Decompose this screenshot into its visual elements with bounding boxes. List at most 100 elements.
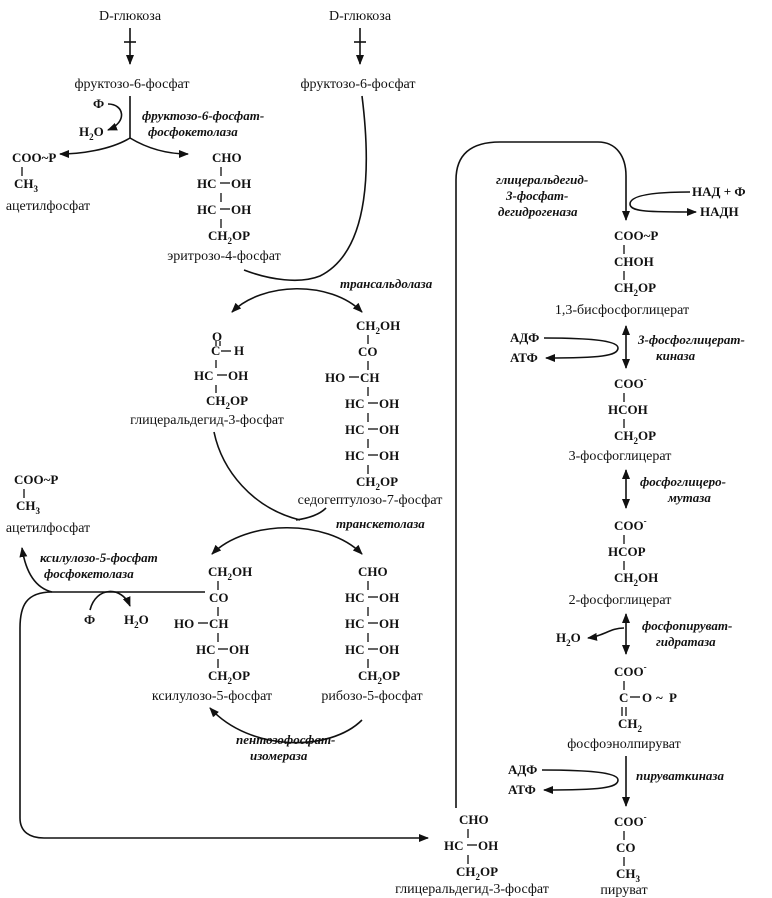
svg-text:OH: OH [379, 642, 399, 657]
adp-atp-2-arc [541, 769, 619, 794]
acetylphosphate-1-structure: COO~P CH3 [12, 150, 56, 194]
svg-text:HO: HO [174, 616, 194, 631]
phi-uptake-2-arc [89, 590, 131, 611]
svg-text:HC: HC [197, 176, 217, 191]
svg-text:CH3: CH3 [14, 176, 39, 194]
svg-text:CH2OP: CH2OP [356, 474, 398, 492]
svg-text:HC: HC [345, 448, 365, 463]
svg-text:CH: CH [209, 616, 229, 631]
f6p-left-label: фруктозо-6-фосфат [74, 77, 189, 92]
svg-text:CH2OP: CH2OP [614, 428, 656, 446]
glucose-left-label: D-глюкоза [99, 9, 162, 24]
enolase-label: фосфопируват-гидратаза [642, 618, 732, 649]
pg2-label: 2-фосфоглицерат [569, 593, 672, 608]
svg-text:O: O [212, 329, 222, 344]
phi-uptake-arc [107, 103, 123, 131]
atp-1-label: АТФ [510, 350, 538, 365]
transketolase-label: транскетолаза [336, 516, 425, 531]
adp-2-label: АДФ [508, 762, 537, 777]
svg-text:HC: HC [194, 368, 214, 383]
svg-text:CH3: CH3 [16, 498, 41, 516]
svg-text:CH2OP: CH2OP [208, 228, 250, 246]
svg-text:COO~P: COO~P [614, 228, 658, 243]
svg-text:HO: HO [325, 370, 345, 385]
pg3-structure: COO- HCOH CH2OP [608, 374, 656, 446]
f6p-right-to-transaldolase-path [243, 95, 368, 282]
pentose-isomerase-arc [209, 707, 363, 744]
svg-text:HC: HC [444, 838, 464, 853]
nad-label: НАД + Ф [692, 184, 746, 199]
adp-1-label: АДФ [510, 330, 539, 345]
svg-text:OH: OH [379, 590, 399, 605]
svg-text:CHO: CHO [358, 564, 388, 579]
svg-text:HC: HC [196, 642, 216, 657]
svg-text:CH3: CH3 [616, 866, 641, 884]
sedoheptulose-7-phosphate-label: седогептулозо-7-фосфат [298, 493, 443, 508]
svg-text:HC: HC [345, 616, 365, 631]
f6p-right-label: фруктозо-6-фосфат [300, 77, 415, 92]
pg3-label: 3-фосфоглицерат [569, 449, 672, 464]
xylulose-5-phosphate-structure: CH2OH CO HO CH HC OH CH2OP [174, 564, 252, 686]
acetylphosphate-2-structure: COO~P CH3 [14, 472, 58, 516]
pentose-isomerase-label: пентозофосфат-изомераза [236, 732, 335, 763]
svg-text:CH2OH: CH2OH [208, 564, 252, 582]
gapdh-label: глицеральдегид-3-фосфат-дегидрогеназа [496, 172, 588, 219]
svg-text:CH: CH [360, 370, 380, 385]
phi-2-label: Ф [84, 612, 95, 627]
svg-text:C: C [211, 343, 220, 358]
svg-text:CH2OP: CH2OP [614, 280, 656, 298]
bpg13-label: 1,3-бисфосфоглицерат [555, 303, 689, 318]
svg-text:HCOH: HCOH [608, 402, 648, 417]
svg-text:OH: OH [478, 838, 498, 853]
svg-text:C: C [619, 690, 628, 705]
svg-text:CH2: CH2 [618, 716, 643, 734]
acetylphosphate-1-label: ацетилфосфат [6, 199, 90, 214]
erythrose-4-phosphate-label: эритрозо-4-фосфат [167, 249, 280, 264]
f6p-phosphoketolase-label: фруктозо-6-фосфат-фосфокетолаза [142, 108, 264, 139]
gap-2-to-gapdh-path [455, 141, 630, 808]
svg-text:CH2OP: CH2OP [358, 668, 400, 686]
svg-text:P: P [669, 690, 677, 705]
svg-text:CH2OP: CH2OP [456, 864, 498, 882]
svg-text:HC: HC [345, 422, 365, 437]
svg-text:OH: OH [231, 176, 251, 191]
svg-text:CH2OH: CH2OH [356, 318, 400, 336]
h2o-3-label: H2O [556, 630, 581, 648]
svg-text:COO~P: COO~P [14, 472, 58, 487]
nadh-label: НАДН [700, 204, 739, 219]
svg-text:HCOP: HCOP [608, 544, 646, 559]
svg-text:CHO: CHO [212, 150, 242, 165]
svg-text:CHO: CHO [459, 812, 489, 827]
svg-text:~: ~ [656, 690, 663, 705]
svg-text:HC: HC [345, 590, 365, 605]
svg-text:COO-: COO- [614, 374, 647, 391]
pyruvate-label: пируват [600, 883, 647, 898]
pyruvate-kinase-label: пируваткиназа [636, 768, 724, 783]
to-erythrose-arrow [129, 137, 189, 158]
svg-text:OH: OH [228, 368, 248, 383]
svg-text:CHOH: CHOH [614, 254, 654, 269]
gap-1-to-transketolase-path [213, 431, 301, 521]
svg-text:CH2OP: CH2OP [208, 668, 250, 686]
sedoheptulose-7-phosphate-structure: CH2OH CO HO CH HC OH HC OH HC OH CH2OP [325, 318, 400, 492]
svg-text:CO: CO [616, 840, 636, 855]
svg-text:OH: OH [379, 448, 399, 463]
pgk-label: 3-фосфоглицерат-киназа [637, 332, 745, 363]
ribose-5-phosphate-label: рибозо-5-фосфат [321, 689, 422, 704]
acetylphosphate-2-label: ацетилфосфат [6, 521, 90, 536]
transketolase-arc [211, 526, 363, 555]
svg-text:CH2OH: CH2OH [614, 570, 658, 588]
gap-2-label: глицеральдегид-3-фосфат [395, 882, 549, 897]
xylulose-5-phosphate-label: ксилулозо-5-фосфат [152, 689, 272, 704]
atp-2-label: АТФ [508, 782, 536, 797]
svg-text:CO: CO [209, 590, 229, 605]
erythrose-4-phosphate-structure: CHO HC OH HC OH CH2OP [197, 150, 251, 246]
pgm-label: фосфоглицеро-мутаза [640, 474, 726, 505]
svg-text:OH: OH [231, 202, 251, 217]
svg-text:HC: HC [197, 202, 217, 217]
gap-1-label: глицеральдегид-3-фосфат [130, 413, 284, 428]
water-release-arc [587, 627, 625, 641]
transaldolase-label: трансальдолаза [340, 276, 433, 291]
svg-text:OH: OH [379, 396, 399, 411]
